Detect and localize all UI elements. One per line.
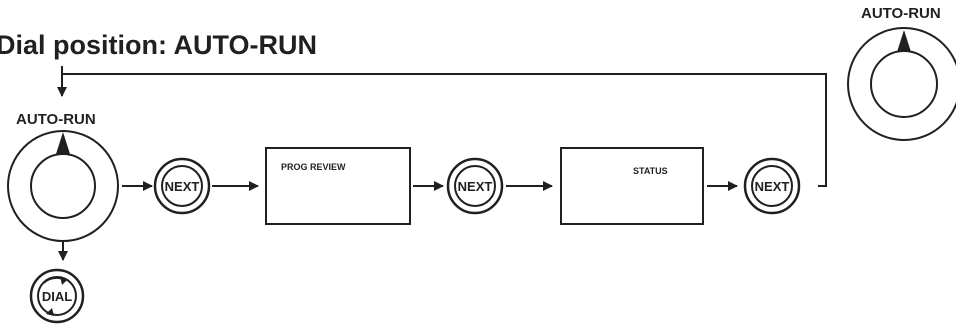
status-screen: STATUS bbox=[560, 147, 704, 225]
corner-dial-label: AUTO-RUN bbox=[861, 5, 941, 22]
dial-button-label: DIAL bbox=[42, 289, 72, 304]
prog-review-label: PROG REVIEW bbox=[281, 162, 346, 172]
dial-pointer-icon bbox=[56, 132, 70, 154]
auto-run-dial[interactable] bbox=[7, 130, 119, 242]
return-loop-arrow bbox=[57, 66, 827, 187]
dial-button[interactable]: DIAL bbox=[29, 268, 85, 324]
corner-auto-run-dial[interactable] bbox=[847, 27, 956, 141]
next-button-2-label: NEXT bbox=[458, 179, 493, 194]
next-button-1[interactable]: NEXT bbox=[153, 157, 211, 215]
next-button-2[interactable]: NEXT bbox=[446, 157, 504, 215]
next-button-1-label: NEXT bbox=[165, 179, 200, 194]
status-label: STATUS bbox=[633, 166, 668, 176]
prog-review-screen: PROG REVIEW bbox=[265, 147, 411, 225]
next-button-3-label: NEXT bbox=[755, 179, 790, 194]
page-title: Dial position: AUTO-RUN bbox=[0, 30, 317, 60]
corner-dial-pointer-icon bbox=[897, 30, 911, 52]
auto-run-dial-label: AUTO-RUN bbox=[16, 111, 96, 128]
next-button-3[interactable]: NEXT bbox=[743, 157, 801, 215]
